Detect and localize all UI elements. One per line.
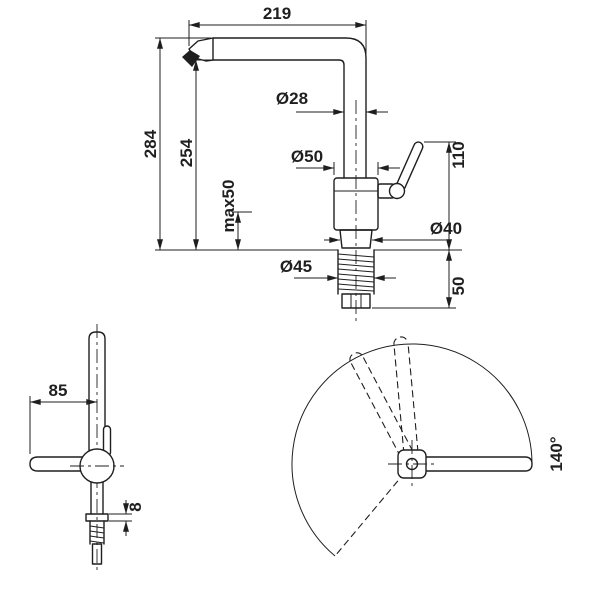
side-view-dimensions: 219 284 254 max50 Ø28 Ø50 [141, 4, 468, 309]
base-plate-front [85, 513, 109, 522]
spout-inner-edge [212, 59, 345, 179]
shank-diameter-label: Ø45 [280, 257, 312, 276]
base-diameter-label: Ø40 [430, 219, 462, 238]
pivot-centerlines [388, 440, 436, 488]
shank-front-threads [89, 525, 105, 544]
spout-position-dashed-2 [349, 354, 419, 468]
top-view-dimensions: 140° [547, 436, 566, 471]
total-height-label: 284 [141, 129, 160, 158]
spout-reach-label: 219 [263, 4, 291, 23]
tail-front [91, 543, 103, 565]
body-diameter-label: Ø50 [291, 147, 323, 166]
front-view-faucet-outline [29, 324, 124, 574]
swivel-arc [291, 343, 533, 557]
lever-height-label: 110 [449, 141, 468, 168]
plate-thickness-label: 8 [126, 502, 145, 511]
spout-top-view [423, 456, 533, 472]
max-counter-label: max50 [219, 180, 238, 233]
mounting-nut [341, 293, 371, 309]
spout-height-label: 254 [177, 138, 196, 167]
shank-threads [337, 253, 375, 292]
spout-outer-edge [212, 37, 367, 179]
aerator-tip [182, 50, 200, 67]
side-view-faucet-outline [155, 37, 462, 322]
spout-position-cap-2 [349, 352, 363, 362]
side-offset-label: 85 [49, 381, 68, 400]
front-view: 85 8 [29, 324, 145, 574]
swivel-limit-radial [334, 463, 413, 557]
side-view: 219 284 254 max50 Ø28 Ø50 [141, 4, 468, 322]
nut-facets [350, 294, 362, 308]
spout-pipe-diameter-label: Ø28 [276, 89, 308, 108]
handle-pivot [388, 182, 406, 200]
swivel-angle-label: 140° [547, 436, 566, 471]
base-collar [339, 229, 373, 249]
shank-length-label: 50 [449, 277, 468, 296]
spout-front-bar [29, 456, 93, 472]
spout-position-cap-1 [393, 336, 409, 346]
riser-front [88, 331, 106, 451]
front-view-dimensions: 85 8 [29, 381, 145, 536]
top-view-swivel [291, 336, 533, 557]
top-view: 140° [291, 336, 566, 557]
neck-front [90, 481, 104, 515]
spout-position-dashed-1 [393, 342, 420, 466]
